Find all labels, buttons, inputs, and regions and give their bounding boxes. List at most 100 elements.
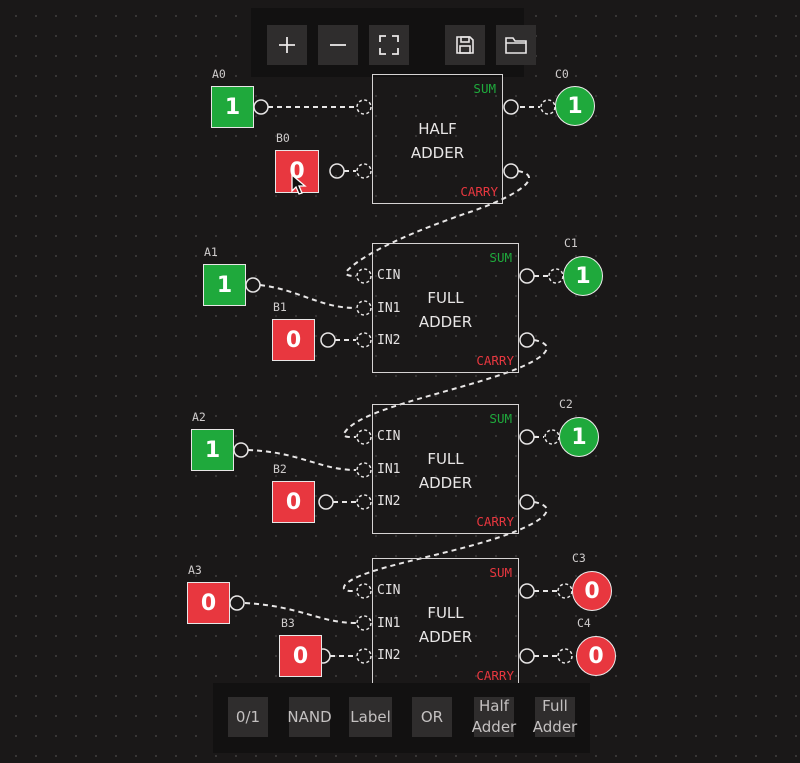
wire [247, 449, 357, 471]
minus-icon [330, 44, 346, 46]
plus-icon [279, 37, 295, 53]
gate-title: FULL ADDER [418, 289, 473, 331]
output-lamp-c0: 1 [555, 86, 595, 126]
fit-view-button[interactable] [369, 25, 409, 65]
gate-title: FULL ADDER [418, 604, 473, 646]
pin [519, 494, 535, 510]
sum-label: SUM [473, 81, 496, 96]
in1-label: IN1 [377, 616, 401, 631]
pin [356, 615, 372, 631]
cin-label: CIN [377, 583, 401, 598]
mouse-cursor-icon [291, 174, 307, 195]
full-adder-gate-2[interactable]: FULL ADDER SUM CARRY CIN IN1 IN2 [372, 404, 519, 534]
open-button[interactable] [496, 25, 536, 65]
in1-label: IN1 [377, 301, 401, 316]
component-palette: 0/1 NAND Label OR Half Adder Full Adder [213, 683, 590, 753]
pin [519, 268, 535, 284]
switch-label-b1: B1 [273, 300, 287, 314]
pin [356, 429, 372, 445]
input-switch-a3[interactable]: 0 [187, 582, 230, 624]
palette-half-adder-line2: Adder [471, 718, 517, 736]
pin [557, 583, 573, 599]
switch-label-b2: B2 [273, 462, 287, 476]
in1-label: IN1 [377, 462, 401, 477]
pin [356, 300, 372, 316]
half-adder-gate[interactable]: HALF ADDER SUM CARRY [372, 74, 503, 204]
input-switch-b3[interactable]: 0 [279, 635, 322, 677]
palette-full-adder-button[interactable]: Full Adder [532, 697, 578, 737]
pin [356, 462, 372, 478]
sum-label: SUM [489, 411, 512, 426]
palette-label-button[interactable]: Label [349, 697, 392, 737]
pin [356, 99, 372, 115]
output-lamp-c3: 0 [572, 571, 612, 611]
pin [503, 99, 519, 115]
pin [503, 163, 519, 179]
zoom-in-button[interactable] [267, 25, 307, 65]
gate-title: HALF ADDER [410, 120, 465, 162]
palette-full-adder-line2: Adder [532, 718, 578, 736]
input-switch-a0[interactable]: 1 [211, 86, 254, 128]
pin [519, 583, 535, 599]
output-label-c2: C2 [559, 397, 573, 411]
save-button[interactable] [445, 25, 485, 65]
switch-label-b3: B3 [281, 616, 295, 630]
pin [245, 277, 261, 293]
pin [356, 332, 372, 348]
in2-label: IN2 [377, 648, 401, 663]
save-icon [456, 36, 474, 54]
pin [318, 494, 334, 510]
wire [244, 602, 357, 624]
folder-icon [505, 37, 527, 54]
pin [356, 583, 372, 599]
pin [540, 99, 556, 115]
output-label-c4: C4 [577, 616, 591, 630]
pin [548, 268, 564, 284]
zoom-out-button[interactable] [318, 25, 358, 65]
switch-label-b0: B0 [276, 131, 290, 145]
input-switch-a2[interactable]: 1 [191, 429, 234, 471]
pin [229, 595, 245, 611]
carry-label: CARRY [476, 668, 514, 683]
pin [356, 163, 372, 179]
full-adder-gate-3[interactable]: FULL ADDER SUM CARRY CIN IN1 IN2 [372, 558, 519, 688]
pin [519, 332, 535, 348]
output-lamp-c2: 1 [559, 417, 599, 457]
switch-label-a1: A1 [204, 245, 218, 259]
switch-label-a3: A3 [188, 563, 202, 577]
palette-toggle-button[interactable]: 0/1 [228, 697, 268, 737]
fullscreen-icon [379, 35, 399, 55]
output-label-c3: C3 [572, 551, 586, 565]
pin [253, 99, 269, 115]
gate-title: FULL ADDER [418, 450, 473, 492]
carry-label: CARRY [460, 184, 498, 199]
in2-label: IN2 [377, 494, 401, 509]
pin [519, 429, 535, 445]
toolbar [251, 8, 536, 77]
switch-label-a0: A0 [212, 67, 226, 81]
palette-nand-button[interactable]: NAND [287, 697, 332, 737]
pin [356, 648, 372, 664]
input-switch-b2[interactable]: 0 [272, 481, 315, 523]
cin-label: CIN [377, 429, 401, 444]
input-switch-b1[interactable]: 0 [272, 319, 315, 361]
palette-half-adder-line1: Half [479, 697, 509, 715]
pin [329, 163, 345, 179]
pin [356, 268, 372, 284]
pin [519, 648, 535, 664]
palette-or-button[interactable]: OR [412, 697, 452, 737]
input-switch-a1[interactable]: 1 [203, 264, 246, 306]
carry-label: CARRY [476, 353, 514, 368]
palette-half-adder-button[interactable]: Half Adder [471, 697, 517, 737]
output-label-c0: C0 [555, 67, 569, 81]
cin-label: CIN [377, 268, 401, 283]
in2-label: IN2 [377, 333, 401, 348]
pin [544, 429, 560, 445]
full-adder-gate-1[interactable]: FULL ADDER SUM CARRY CIN IN1 IN2 [372, 243, 519, 373]
output-lamp-c1: 1 [563, 256, 603, 296]
carry-label: CARRY [476, 514, 514, 529]
pin [356, 494, 372, 510]
pin [233, 442, 249, 458]
switch-label-a2: A2 [192, 410, 206, 424]
pin [557, 648, 573, 664]
